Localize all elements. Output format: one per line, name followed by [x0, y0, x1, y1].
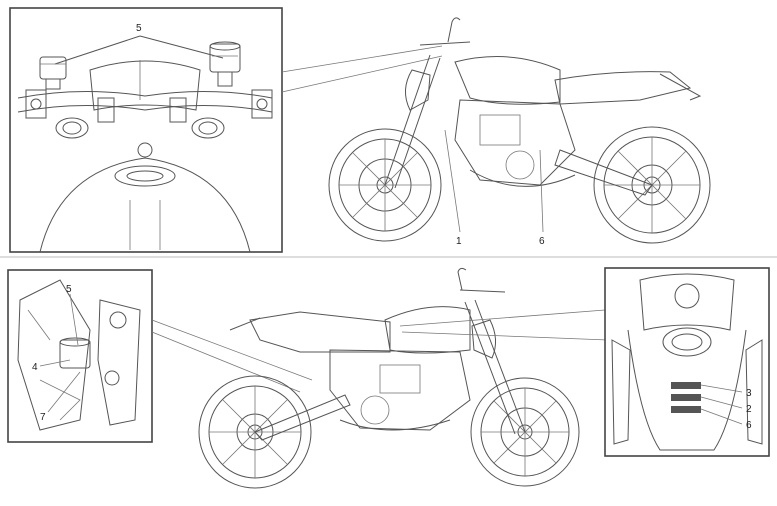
- bottom-left-inset: [7, 269, 153, 443]
- bottom-motorcycle-icon: [198, 267, 580, 489]
- inset-pointer-bottom-left: [151, 319, 313, 393]
- callout-label-2: 2: [746, 404, 752, 415]
- leader-line: [139, 35, 224, 59]
- callout-label-5: 5: [66, 284, 72, 295]
- callout-label-1: 1: [456, 236, 462, 247]
- left-switchgear-icon: [25, 89, 47, 119]
- top-inset-frame: [9, 7, 283, 253]
- tank-icon: [39, 157, 251, 253]
- ignition-icon: [674, 283, 700, 309]
- label-plate-2: [671, 394, 701, 401]
- callout-label-7: 7: [40, 412, 46, 423]
- top-motorcycle-icon: [328, 17, 711, 244]
- leader-line: [54, 35, 141, 65]
- callout-label-6: 6: [746, 420, 752, 431]
- callout-label-6: 6: [539, 236, 545, 247]
- rear-reservoir-icon: [59, 339, 91, 369]
- fuel-cap-icon: [662, 327, 712, 357]
- callout-label-5: 5: [136, 23, 142, 34]
- top-inset-handlebar: 5: [9, 7, 283, 253]
- left-fork-top-icon: [55, 117, 89, 139]
- fuel-cap-icon: [114, 165, 176, 187]
- label-plate-3: [671, 382, 701, 389]
- left-reservoir-icon: [39, 56, 67, 90]
- inset-pointer-top: [281, 45, 443, 93]
- inset-pointer-bottom-right: [399, 309, 609, 341]
- callout-label-3: 3: [746, 388, 752, 399]
- callout-label-4: 4: [32, 362, 38, 373]
- right-reservoir-icon: [209, 41, 241, 87]
- handlebar-icon: [17, 90, 273, 99]
- bottom-left-inset-frame: [7, 269, 153, 443]
- right-switchgear-icon: [251, 89, 273, 119]
- right-fork-top-icon: [191, 117, 225, 139]
- label-plate-6: [671, 406, 701, 413]
- bottom-right-inset-frame: [604, 267, 770, 457]
- bottom-right-inset-tank: [604, 267, 770, 457]
